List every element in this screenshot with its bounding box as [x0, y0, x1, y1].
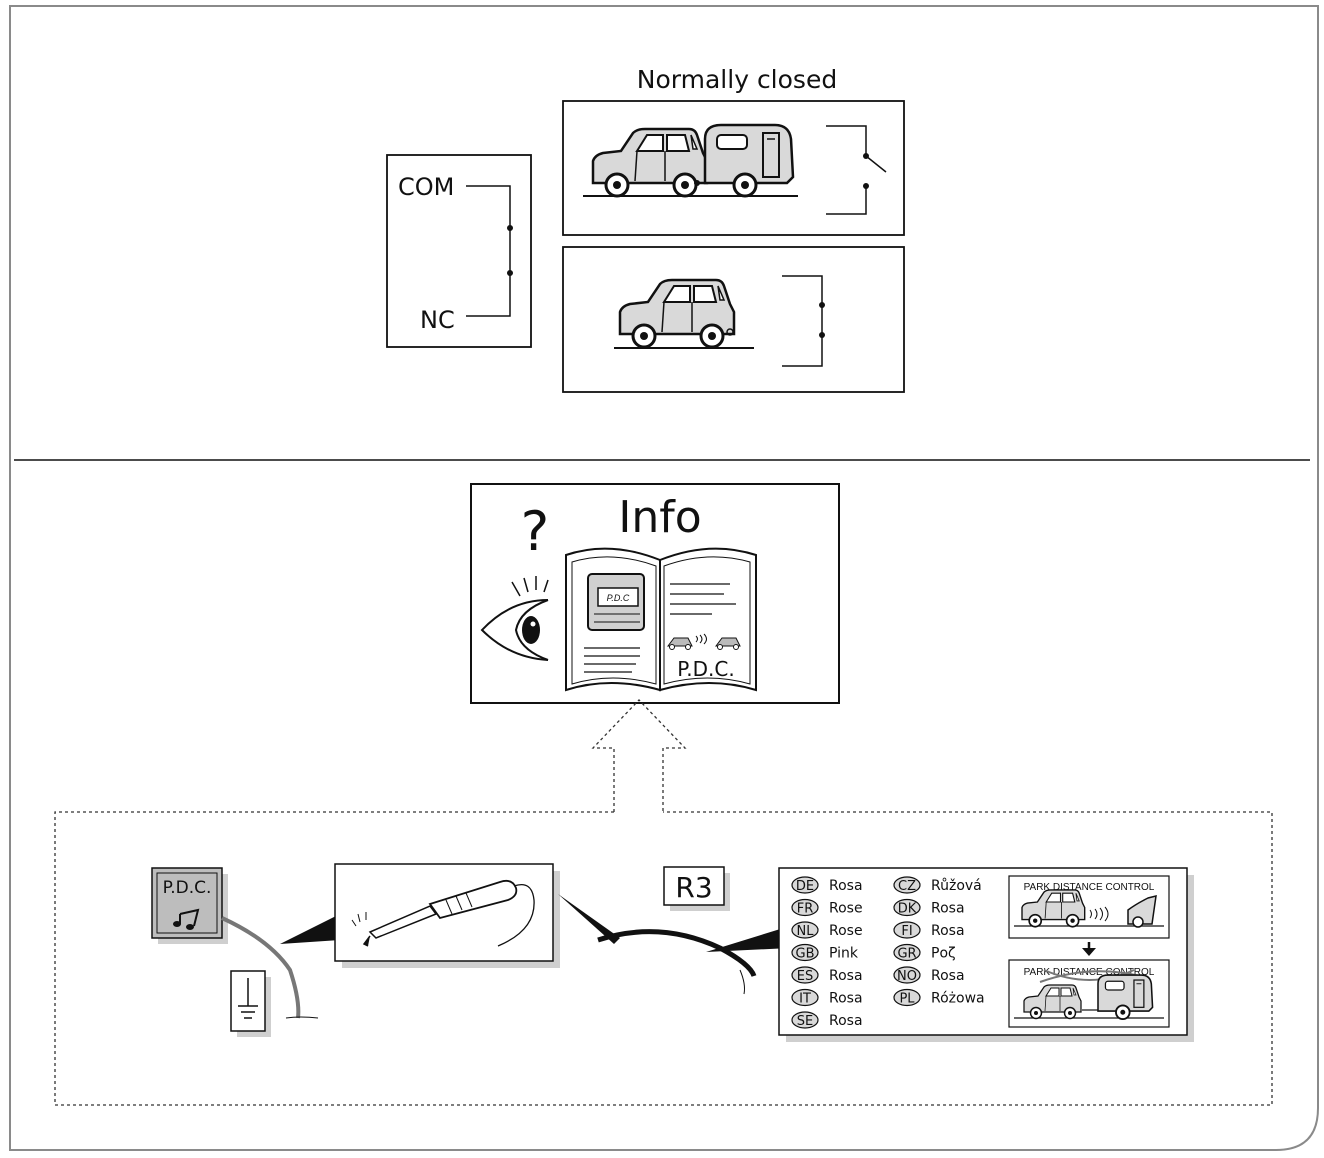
soldering-iron-icon — [351, 879, 535, 947]
color-name: Rosa — [931, 968, 965, 984]
country-badge — [893, 876, 921, 894]
country-code: IT — [799, 992, 811, 1007]
open-switch-symbol — [826, 125, 887, 173]
switch-diagram: Normally closed COM NC — [386, 65, 905, 393]
country-badge — [791, 966, 819, 984]
country-code: NL — [797, 924, 815, 939]
color-name: Rosa — [829, 991, 863, 1007]
color-row: IT Rosa — [791, 988, 863, 1007]
color-name: Rose — [829, 923, 863, 939]
color-name: Pink — [829, 946, 859, 962]
info-title: Info — [618, 492, 701, 543]
country-badge — [791, 943, 819, 962]
country-badge — [893, 898, 921, 917]
color-row: FR Rose — [791, 898, 863, 917]
country-code: DK — [898, 902, 917, 917]
installation-panel: P.D.C. — [151, 863, 1194, 1042]
color-name: Rosa — [829, 878, 863, 894]
module-label: P.D.C. — [163, 878, 212, 898]
color-row: GR Ροζ — [893, 943, 956, 962]
color-row: SE Rosa — [791, 1011, 863, 1029]
country-badge — [893, 988, 921, 1007]
country-badge — [791, 988, 819, 1007]
country-code: GR — [897, 947, 916, 962]
color-name: Růžová — [931, 878, 982, 894]
color-name: Rosa — [931, 901, 965, 917]
country-badge — [791, 1011, 819, 1029]
pdc-module-box — [151, 867, 223, 939]
country-code: GB — [796, 947, 815, 962]
closed-switch-symbol — [782, 275, 823, 367]
color-row: DE Rosa — [791, 876, 863, 894]
question-mark: ? — [521, 500, 550, 563]
country-badge — [791, 876, 819, 894]
color-row: NO Rosa — [893, 966, 965, 984]
color-name: Rose — [829, 901, 863, 917]
manual-book-icon: P.D.C P.D.C. — [565, 547, 757, 692]
music-note-icon — [173, 908, 200, 930]
com-nc-box — [386, 154, 532, 348]
book-badge: P.D.C — [607, 593, 630, 603]
country-code: SE — [797, 1014, 813, 1029]
page-frame — [9, 5, 1319, 1151]
color-row: DK Rosa — [893, 898, 965, 917]
country-badge — [893, 966, 921, 984]
country-code: ES — [797, 969, 813, 984]
color-row: GB Pink — [791, 943, 859, 962]
color-name: Rosa — [931, 923, 965, 939]
color-row: CZ Růžová — [893, 876, 982, 894]
pdc-top-caption: PARK DISTANCE CONTROL — [1024, 882, 1155, 893]
color-row: FI Rosa — [893, 921, 965, 939]
country-badge — [893, 943, 921, 962]
wire-code: R3 — [675, 871, 712, 904]
dashed-up-arrow — [591, 699, 687, 812]
country-code: CZ — [898, 879, 916, 894]
info-panel: ? Info P.D.C — [470, 483, 840, 704]
country-code: FI — [901, 924, 912, 939]
book-label: P.D.C. — [677, 657, 734, 681]
country-code: DE — [796, 879, 814, 894]
country-badge — [893, 921, 921, 939]
installation-frame — [54, 811, 1273, 1106]
color-row: ES Rosa — [791, 966, 863, 984]
com-label: COM — [398, 173, 454, 201]
color-name: Rosa — [829, 1013, 863, 1029]
country-code: PL — [899, 992, 915, 1007]
color-name: Ροζ — [931, 946, 956, 962]
color-name: Rosa — [829, 968, 863, 984]
eye-icon — [480, 576, 549, 661]
nc-label: NC — [420, 306, 455, 334]
country-badge — [791, 898, 819, 917]
country-badge — [791, 921, 819, 939]
color-name: Różowa — [931, 991, 985, 1007]
color-row: PL Różowa — [893, 988, 985, 1007]
country-code: NO — [897, 969, 917, 984]
switch-title: Normally closed — [637, 65, 837, 94]
color-row: NL Rose — [791, 921, 863, 939]
country-code: FR — [797, 902, 814, 917]
